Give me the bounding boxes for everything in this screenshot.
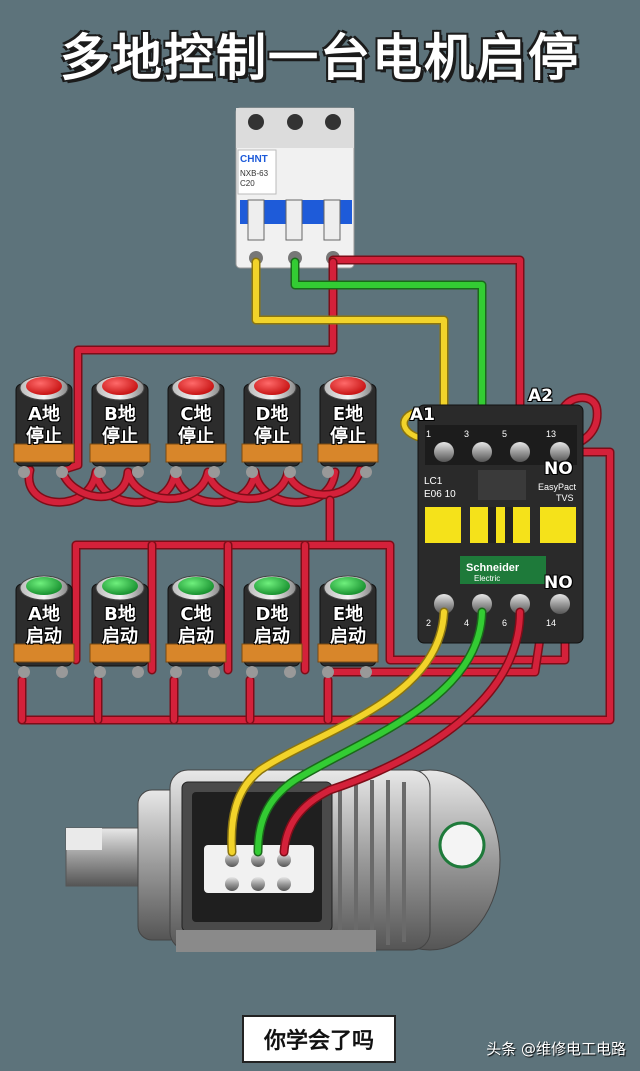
no-contact-bottom-label: NO [544, 573, 573, 593]
terminal-2-label: 2 [426, 618, 431, 628]
stop-button-location: B地 [104, 404, 136, 425]
terminal-1-label: 1 [426, 429, 431, 439]
contactor-model-1: LC1 [424, 476, 443, 487]
start-button-function: 启动 [254, 626, 290, 647]
wires [17, 255, 615, 725]
bottom-caption: 你学会了吗 [242, 1015, 396, 1063]
contactor: 1 3 5 13 2 4 6 14 LC1 E06 10 EasyPact TV… [417, 404, 584, 644]
terminal-3-label: 3 [464, 429, 469, 439]
start-button-location: B地 [104, 604, 136, 625]
breaker-brand: CHNT [240, 154, 268, 165]
stop-button-0[interactable] [13, 375, 75, 478]
motor-wires [227, 607, 525, 857]
watermark: 头条 @维修电工电路 [486, 1040, 626, 1058]
stop-button-location: A地 [28, 404, 60, 425]
start-button-row [13, 575, 379, 678]
stop-button-label-2: C地停止 [169, 404, 223, 448]
stop-button-row [13, 375, 379, 478]
start-button-label-1: B地启动 [93, 604, 147, 648]
start-button-label-3: D地启动 [245, 604, 299, 648]
stop-button-4[interactable] [317, 375, 379, 478]
stop-button-label-0: A地停止 [17, 404, 71, 448]
start-button-function: 启动 [178, 626, 214, 647]
no-contact-top-label: NO [544, 459, 573, 479]
a1-terminal-label: A1 [410, 405, 435, 425]
start-button-2[interactable] [165, 575, 227, 678]
terminal-13-label: 13 [546, 429, 556, 439]
stop-button-function: 停止 [178, 426, 214, 447]
circuit-breaker: CHNT NXB-63 C20 [235, 107, 355, 269]
contactor-series: EasyPact [538, 482, 577, 492]
terminal-6-label: 6 [502, 618, 507, 628]
start-button-function: 启动 [102, 626, 138, 647]
stop-button-function: 停止 [26, 426, 62, 447]
stop-button-label-1: B地停止 [93, 404, 147, 448]
stop-button-label-3: D地停止 [245, 404, 299, 448]
start-button-function: 启动 [26, 626, 62, 647]
start-button-3[interactable] [241, 575, 303, 678]
terminal-4-label: 4 [464, 618, 469, 628]
start-button-location: C地 [180, 604, 212, 625]
contactor-series-2: TVS [556, 493, 574, 503]
stop-button-3[interactable] [241, 375, 303, 478]
contactor-model-2: E06 10 [424, 489, 456, 500]
start-button-label-4: E地启动 [321, 604, 375, 648]
contactor-brand: Schneider [466, 562, 520, 574]
start-button-1[interactable] [89, 575, 151, 678]
start-button-function: 启动 [330, 626, 366, 647]
terminal-14-label: 14 [546, 618, 556, 628]
start-button-label-0: A地启动 [17, 604, 71, 648]
start-button-4[interactable] [317, 575, 379, 678]
stop-button-function: 停止 [330, 426, 366, 447]
stop-button-location: E地 [332, 404, 364, 425]
start-button-0[interactable] [13, 575, 75, 678]
stop-button-function: 停止 [254, 426, 290, 447]
stop-button-location: D地 [255, 404, 289, 425]
start-button-location: A地 [28, 604, 60, 625]
stop-button-2[interactable] [165, 375, 227, 478]
start-button-label-2: C地启动 [169, 604, 223, 648]
stop-button-location: C地 [180, 404, 212, 425]
start-button-location: D地 [255, 604, 289, 625]
a2-terminal-label: A2 [528, 386, 553, 406]
terminal-5-label: 5 [502, 429, 507, 439]
breaker-rating: C20 [240, 179, 255, 188]
stop-button-function: 停止 [102, 426, 138, 447]
contactor-brand-2: Electric [474, 574, 500, 583]
motor [65, 769, 501, 952]
stop-button-1[interactable] [89, 375, 151, 478]
breaker-model: NXB-63 [240, 169, 269, 178]
start-button-location: E地 [332, 604, 364, 625]
stop-button-label-4: E地停止 [321, 404, 375, 448]
page-title: 多地控制一台电机启停 [60, 29, 580, 87]
